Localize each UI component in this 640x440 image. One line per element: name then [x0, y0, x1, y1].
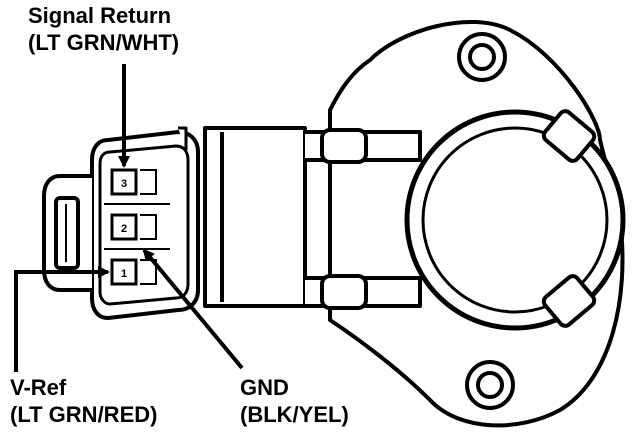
pin-1-block [110, 258, 138, 286]
gnd-label: GND (BLK/YEL) [240, 374, 349, 428]
pin-2-block [110, 213, 138, 241]
gnd-name: GND [240, 375, 289, 400]
v-ref-arrow [14, 266, 110, 372]
signal-return-name: Signal Return [28, 3, 172, 28]
signal-return-label: Signal Return (LT GRN/WHT) [28, 2, 179, 56]
top-mounting-hole [457, 32, 507, 82]
sensor-hub [404, 109, 626, 331]
hub-tab-upper [541, 109, 597, 163]
neck-rail-bottom-cap [320, 274, 368, 310]
leader-arrows [14, 64, 244, 372]
neck-rail-top-cap [320, 128, 368, 164]
pin-number-2: 2 [121, 223, 127, 235]
signal-return-wire: (LT GRN/WHT) [28, 30, 180, 55]
bottom-mounting-hole [465, 360, 515, 410]
v-ref-name: V-Ref [10, 375, 67, 400]
terminal-blocks [104, 168, 170, 286]
gnd-wire: (BLK/YEL) [240, 402, 349, 427]
pin-number-3: 3 [121, 178, 127, 190]
pin-number-1: 1 [121, 268, 127, 280]
v-ref-wire: (LT GRN/RED) [10, 402, 158, 427]
mounting-holes [457, 32, 515, 410]
connector-neck [203, 126, 422, 310]
hub-tab-lower [541, 274, 597, 328]
connector-right-clip [178, 126, 188, 150]
v-ref-label: V-Ref (LT GRN/RED) [10, 374, 157, 428]
pin-3-block [110, 168, 138, 196]
hub-tabs [541, 109, 597, 328]
gnd-arrow [142, 248, 244, 370]
hub-inner-ring [421, 126, 609, 314]
